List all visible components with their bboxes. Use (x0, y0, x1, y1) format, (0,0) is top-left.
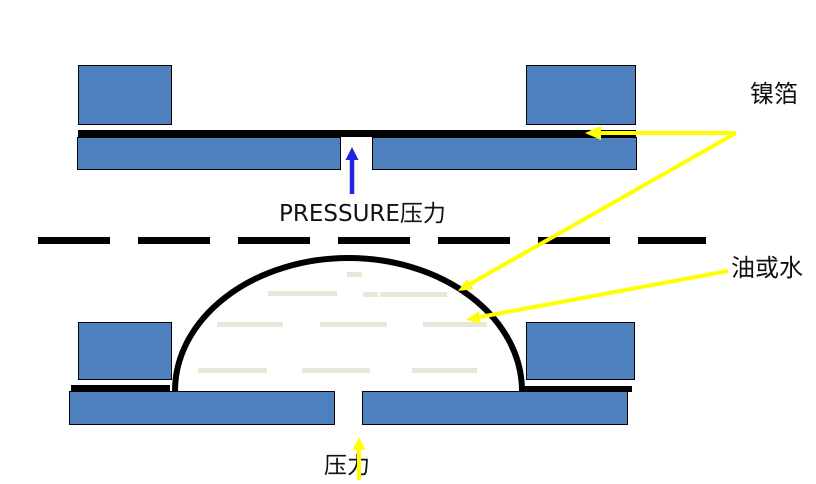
liquid-dash (302, 368, 370, 373)
stage-divider-dashed-line (38, 237, 706, 244)
liquid-dash (217, 322, 283, 327)
liquid-dash (268, 291, 337, 296)
top-lower-die-right (372, 137, 637, 170)
oil-or-water-leader-icon (466, 269, 729, 324)
pressure-bottom-label: 压力 (324, 453, 370, 479)
pressure-up-arrow-icon (345, 147, 359, 194)
bottom-die-block-right (526, 322, 635, 380)
bottom-die-plate-right (362, 391, 628, 425)
bottom-die-block-left (78, 322, 172, 380)
liquid-dash (380, 292, 447, 297)
nickel-foil-flat (78, 130, 636, 137)
liquid-dash (320, 322, 387, 327)
liquid-dash (423, 322, 487, 327)
liquid-dash (198, 368, 267, 373)
top-die-block-left (78, 65, 172, 125)
oil-or-water-label: 油或水 (731, 254, 803, 282)
nickel-foil-clamped-left (71, 385, 170, 391)
liquid-dash (347, 272, 362, 277)
nickel-foil-label: 镍箔 (750, 80, 798, 108)
pressure-top-label: PRESSURE压力 (279, 201, 446, 227)
top-lower-die-left (77, 137, 341, 170)
bottom-die-plate-left (69, 391, 335, 425)
liquid-dash (412, 368, 477, 373)
nickel-foil-clamped-right (520, 386, 632, 392)
top-die-block-right (526, 65, 636, 125)
liquid-dash (363, 292, 378, 297)
